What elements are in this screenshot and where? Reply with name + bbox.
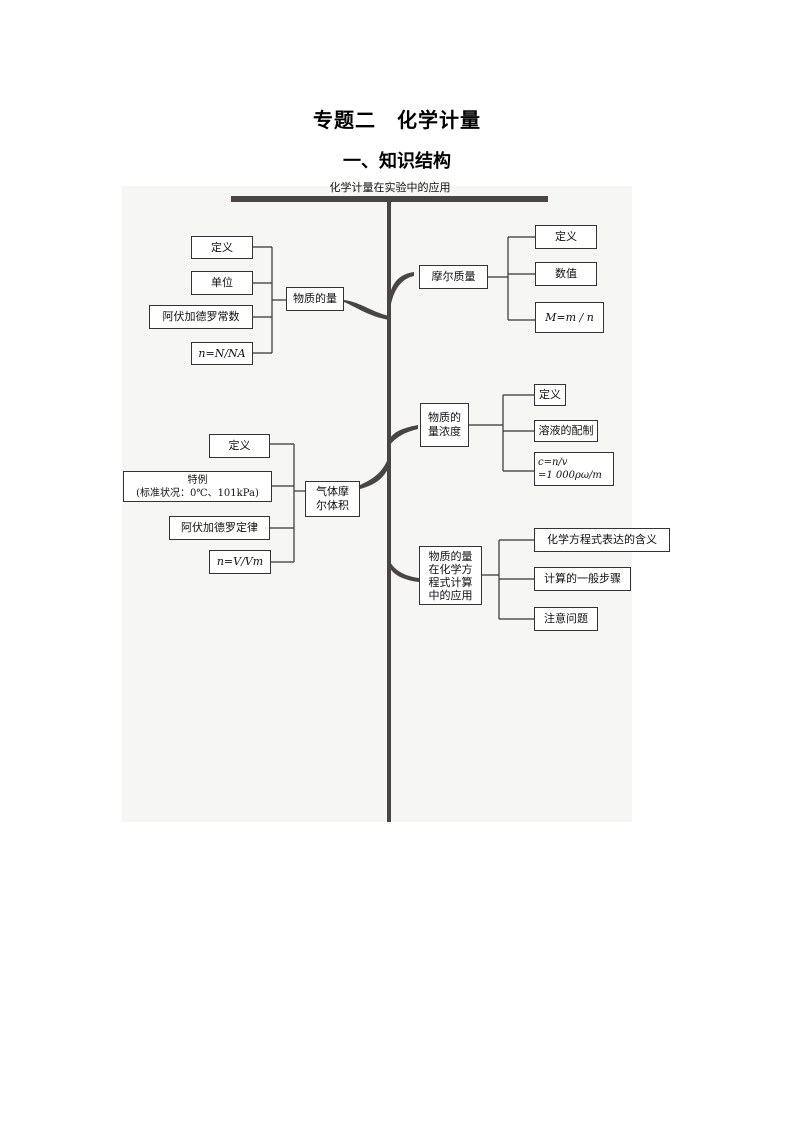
molar-volume-item-avogadro-law: 阿伏加德罗定律 — [169, 516, 270, 540]
node-molar-volume: 气体摩 尔体积 — [305, 481, 360, 517]
molar-volume-item-special-case: 特例 (标准状况：0℃、101kPa) — [123, 471, 272, 502]
bracket-molar-mass — [488, 236, 535, 321]
bracket-amount — [253, 246, 286, 354]
branch-concentration — [389, 425, 418, 446]
molar-mass-item-value: 数值 — [535, 262, 597, 286]
trunk-label: 化学计量在实验中的应用 — [329, 181, 451, 194]
concentration-item-formula: c=n/v =1 000ρω/m — [534, 452, 614, 486]
amount-item-definition: 定义 — [191, 236, 253, 259]
molar-mass-item-formula: M=m / n — [535, 302, 604, 333]
concentration-item-preparation: 溶液的配制 — [534, 420, 598, 442]
page-title: 专题二 化学计量 — [313, 108, 481, 132]
amount-item-avogadro-constant: 阿伏加德罗常数 — [149, 305, 253, 329]
amount-item-unit: 单位 — [191, 271, 253, 295]
branch-molar-mass — [389, 272, 414, 304]
bracket-concentration — [469, 394, 534, 472]
node-equation-application: 物质的量 在化学方 程式计算 中的应用 — [419, 546, 482, 605]
branch-molar-volume — [360, 456, 391, 489]
amount-item-formula: n=N/NA — [191, 342, 253, 365]
concentration-item-definition: 定义 — [534, 384, 566, 406]
bracket-molar-volume — [270, 443, 305, 563]
section-title: 一、知识结构 — [343, 151, 451, 172]
node-molar-mass: 摩尔质量 — [419, 265, 488, 289]
equation-item-meaning: 化学方程式表达的含义 — [534, 528, 670, 552]
equation-item-notes: 注意问题 — [534, 607, 598, 631]
branch-amount — [344, 300, 389, 320]
branch-equation — [389, 560, 419, 582]
molar-volume-item-definition: 定义 — [209, 434, 270, 458]
bracket-equation — [482, 539, 534, 620]
molar-volume-item-formula: n=V/Vm — [209, 550, 271, 574]
equation-item-steps: 计算的一般步骤 — [534, 567, 631, 591]
node-amount-of-substance: 物质的量 — [286, 287, 344, 311]
molar-mass-item-definition: 定义 — [535, 225, 597, 249]
trunk — [387, 196, 391, 822]
node-concentration: 物质的 量浓度 — [420, 403, 469, 447]
